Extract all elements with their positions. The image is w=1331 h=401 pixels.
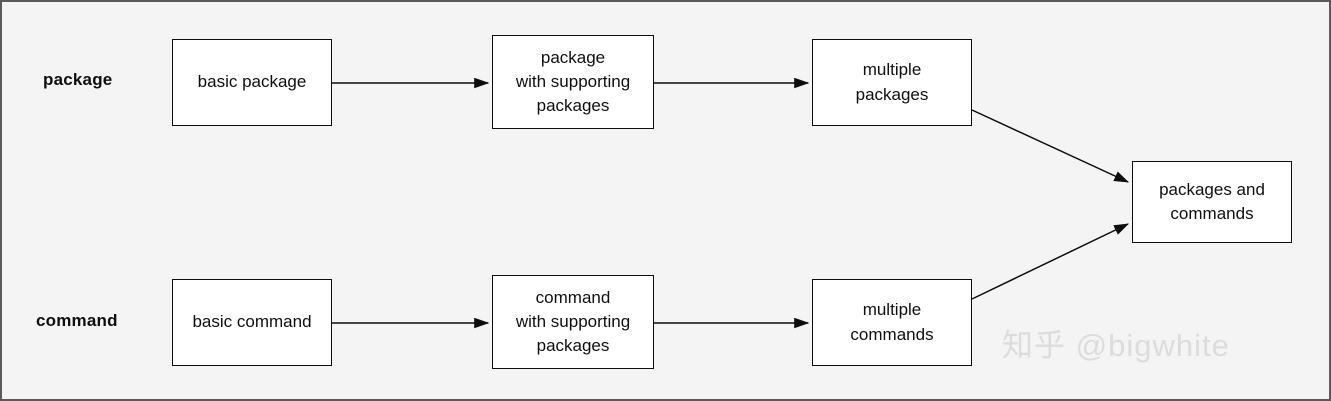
zhihu-watermark: 知乎 @bigwhite (1002, 328, 1230, 363)
node-packages-and-commands[interactable]: packages and commands (1132, 161, 1292, 243)
edge-multiple-commands-to-final (971, 223, 1130, 300)
node-label: basic command (192, 312, 312, 332)
package-row-label: package (43, 70, 113, 89)
node-basic-package[interactable]: basic package (172, 39, 332, 126)
node-package-with-supporting[interactable]: package with supporting packages (492, 35, 654, 129)
node-label: package with supporting packages (515, 47, 631, 116)
node-label: command with supporting packages (515, 287, 631, 356)
node-label: multiple commands (850, 300, 934, 344)
command-row-label: command (36, 311, 118, 330)
node-multiple-commands[interactable]: multiple commands (812, 279, 972, 366)
edge-multiple-packages-to-final (971, 109, 1130, 183)
node-label: multiple packages (855, 60, 929, 104)
node-label: packages and commands (1159, 179, 1265, 223)
node-basic-command[interactable]: basic command (172, 279, 332, 366)
node-multiple-packages[interactable]: multiple packages (812, 39, 972, 126)
node-label: basic package (197, 72, 307, 92)
node-command-with-supporting[interactable]: command with supporting packages (492, 275, 654, 369)
